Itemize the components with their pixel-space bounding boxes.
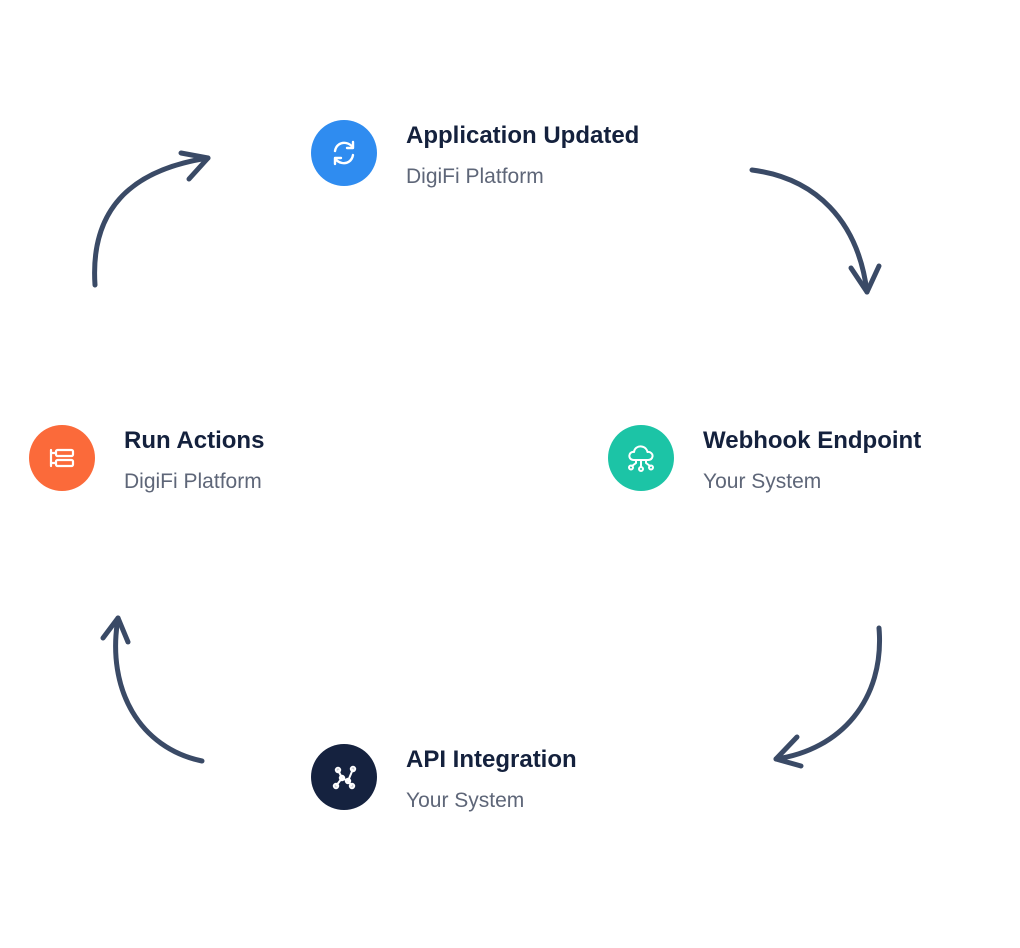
integration-graph-icon [311, 744, 377, 810]
arrow-run-to-app [92, 150, 211, 288]
node-api-integration: API Integration Your System [311, 744, 577, 814]
node-title: Run Actions [124, 427, 265, 454]
node-title: API Integration [406, 746, 577, 773]
node-subtitle: Your System [406, 789, 525, 812]
arrow-api-to-run [100, 615, 205, 764]
actions-list-icon [29, 425, 95, 491]
node-run-actions: Run Actions DigiFi Platform [29, 425, 264, 495]
arrow-app-to-webhook [749, 167, 882, 295]
node-title: Webhook Endpoint [703, 427, 922, 454]
node-webhook-endpoint: Webhook Endpoint Your System [608, 425, 921, 495]
arrow-webhook-to-api [773, 625, 883, 769]
sync-icon [311, 120, 377, 186]
node-subtitle: Your System [703, 470, 822, 493]
node-subtitle: DigiFi Platform [124, 470, 262, 493]
node-application-updated: Application Updated DigiFi Platform [311, 120, 639, 190]
node-title: Application Updated [406, 122, 640, 149]
cloud-network-icon [608, 425, 674, 491]
node-subtitle: DigiFi Platform [406, 165, 544, 188]
